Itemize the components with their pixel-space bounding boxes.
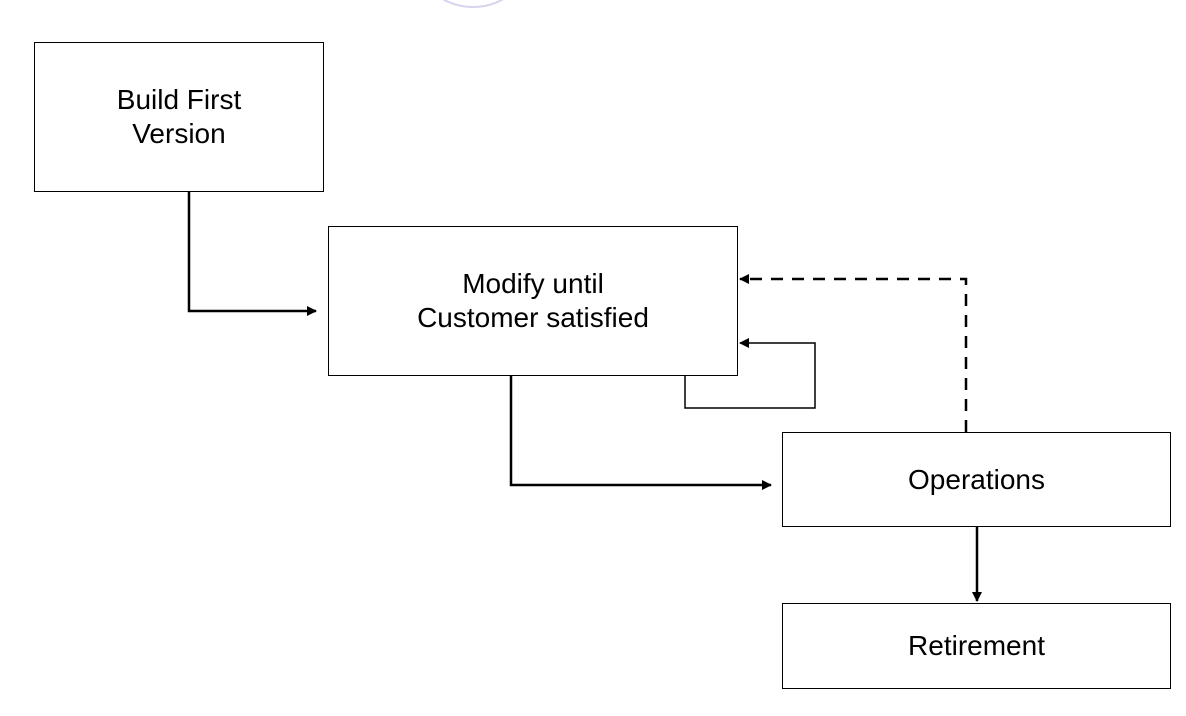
node-label: Retirement [908, 630, 1045, 661]
node-operations: Operations [782, 432, 1171, 527]
edge-operations-to-modify-dashed [739, 274, 968, 432]
decor-circle-left [442, 0, 504, 8]
node-modify-until-satisfied: Modify until Customer satisfied [328, 226, 738, 376]
node-build-first-version: Build First Version [34, 42, 324, 192]
decorative-circles [442, 0, 504, 8]
node-retirement: Retirement [782, 603, 1171, 689]
edge-modify-to-operations [509, 376, 772, 490]
node-label-line-2: Customer satisfied [417, 302, 649, 333]
node-label-line-1: Modify until [462, 268, 604, 299]
node-label-line-1: Build First [116, 84, 242, 115]
edge-modify-self-loop [684, 338, 816, 409]
edge-build-to-modify [187, 192, 317, 316]
node-label: Operations [908, 463, 1045, 495]
node-label-line-2: Version [132, 118, 226, 149]
